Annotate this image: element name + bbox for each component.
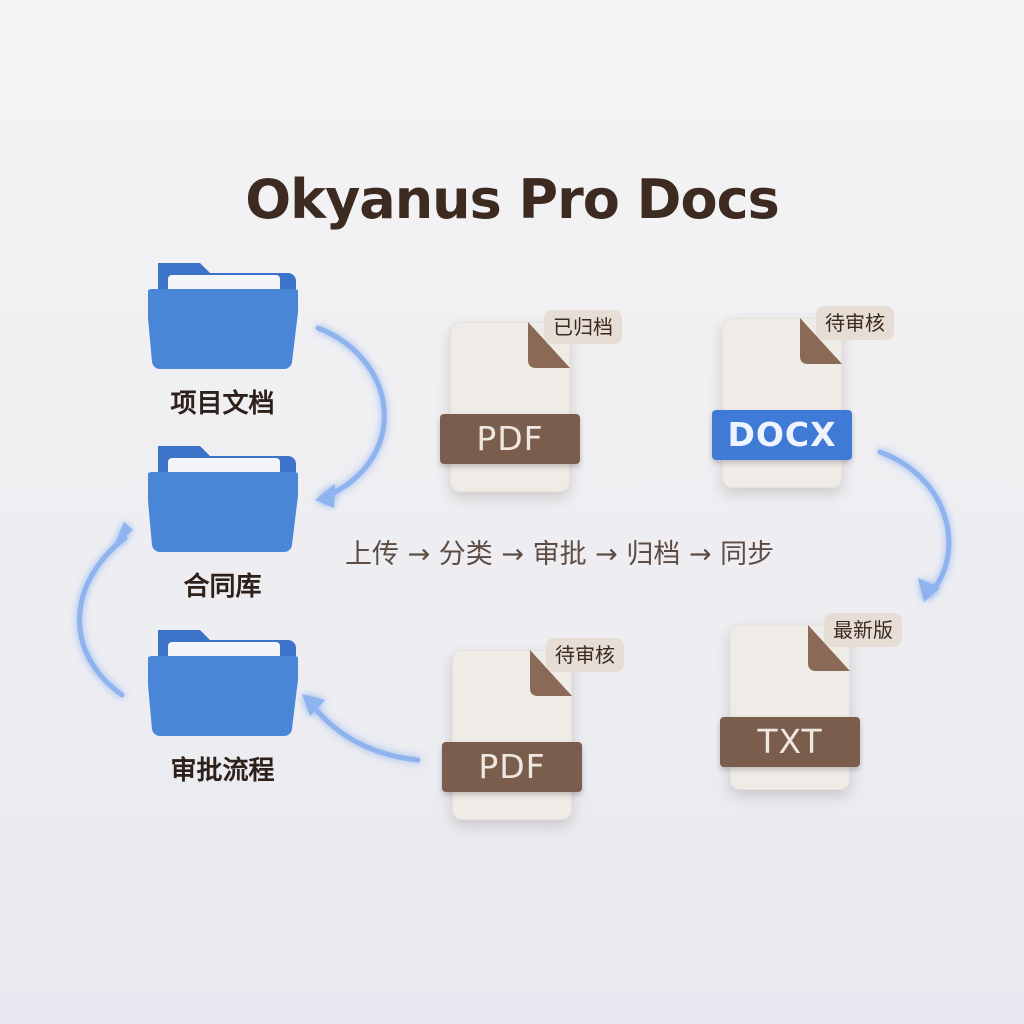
status-badge: 待审核 xyxy=(816,306,894,340)
file-type-label: TXT xyxy=(720,717,860,767)
file-item-pdf-pending[interactable]: PDF 待审核 xyxy=(442,638,662,850)
arrow-docx-to-txt xyxy=(877,449,952,598)
arrowhead-4 xyxy=(302,694,325,716)
file-item-pdf-archived[interactable]: PDF 已归档 xyxy=(440,310,660,522)
folder-item-approval-process[interactable]: 审批流程 xyxy=(140,622,305,787)
folder-icon xyxy=(147,446,298,553)
arrowhead-3 xyxy=(918,578,940,602)
file-item-txt-latest[interactable]: TXT 最新版 xyxy=(720,613,940,825)
app-title: Okyanus Pro Docs xyxy=(245,168,779,231)
workflow-steps: 上传 → 分类 → 审批 → 归档 → 同步 xyxy=(345,539,775,570)
folder-label: 项目文档 xyxy=(170,389,275,419)
page-fold-icon xyxy=(800,318,842,364)
file-type-label: PDF xyxy=(440,414,580,464)
folder-item-contract-library[interactable]: 合同库 xyxy=(140,438,305,603)
status-badge: 已归档 xyxy=(544,310,622,344)
page-fold-icon xyxy=(808,625,850,671)
arrowhead-1 xyxy=(315,484,335,508)
folder-item-project-docs[interactable]: 项目文档 xyxy=(140,255,305,420)
folder-icon xyxy=(147,630,298,737)
folder-icon xyxy=(147,263,298,370)
folder-label: 审批流程 xyxy=(170,756,275,786)
status-badge: 待审核 xyxy=(546,638,624,672)
page-fold-icon xyxy=(530,650,572,696)
status-badge: 最新版 xyxy=(824,613,902,647)
arrowhead-2 xyxy=(114,522,133,546)
arrow-pdf-to-folder3 xyxy=(307,699,421,763)
file-item-docx-pending[interactable]: DOCX 待审核 xyxy=(712,306,932,518)
page-fold-icon xyxy=(528,322,570,368)
arrow-folder1-to-folder2 xyxy=(315,325,387,500)
folder-label: 合同库 xyxy=(183,572,262,602)
file-type-label: DOCX xyxy=(712,410,852,460)
file-type-label: PDF xyxy=(442,742,582,792)
arrow-folder3-to-folder2 xyxy=(77,535,128,698)
